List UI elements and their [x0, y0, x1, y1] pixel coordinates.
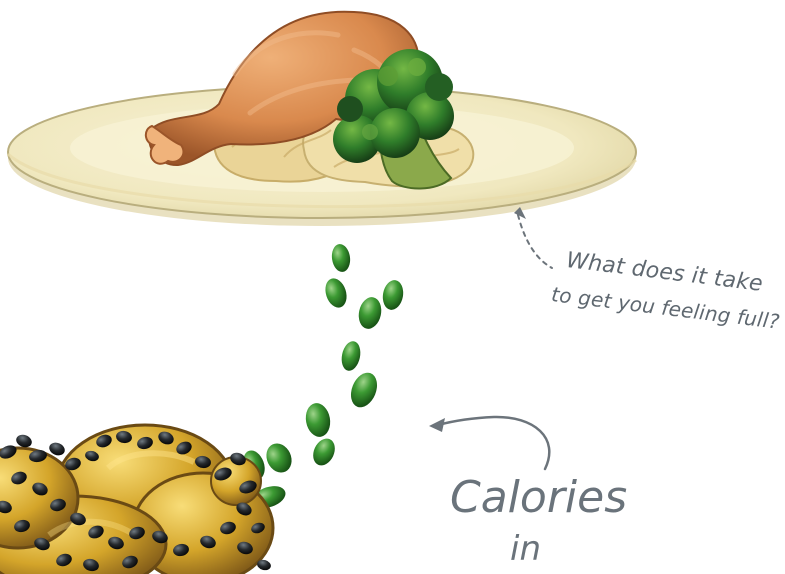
fat-cell-cluster [0, 425, 273, 574]
curved-arrow-icon [429, 417, 549, 469]
green-bead-stream [239, 243, 405, 512]
dashed-pointer-line [514, 207, 552, 268]
calories-label: Calories [450, 476, 627, 520]
in-label: in [510, 532, 541, 566]
